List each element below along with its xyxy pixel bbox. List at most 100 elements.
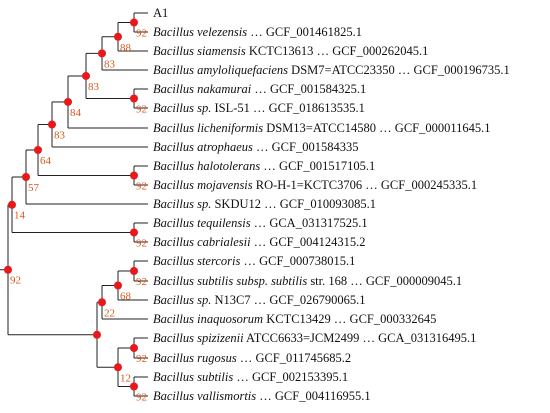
node-n13 [130, 267, 138, 275]
taxon-label-t9: Bacillus mojavensis RO-H-1=KCTC3706 … GC… [153, 178, 477, 192]
taxon-label-t11: Bacillus tequilensis … GCA_031317525.1 [153, 216, 368, 230]
species-name: Bacillus mojavensis [153, 178, 253, 192]
taxon-label-t5: Bacillus sp. ISL-51 … GCF_018613535.1 [153, 101, 365, 115]
node-n7 [48, 120, 56, 129]
species-name: Bacillus atrophaeus [153, 140, 253, 154]
support-value: 22 [104, 307, 115, 319]
species-name: Bacillus rugosus [153, 351, 237, 365]
accession-number: GCF_001584325.1 [267, 82, 366, 96]
support-value: 92 [136, 276, 147, 288]
species-name: Bacillus licheniformis [153, 121, 263, 135]
node-n14 [114, 281, 122, 290]
taxon-label-t14: Bacillus subtilis subsp. subtilis str. 1… [153, 274, 462, 288]
accession-number: GCF_004124315.2 [266, 235, 365, 249]
node-n9 [34, 145, 42, 154]
species-name: Bacillus stercoris [153, 254, 241, 268]
taxon-label-t16: Bacillus inaquosorum KCTC13429 … GCF_000… [153, 312, 436, 326]
species-name: Bacillus velezensis [153, 25, 247, 39]
taxon-label-t10: Bacillus sp. SKDU12 … GCF_010093085.1 [153, 197, 376, 211]
support-value: 92 [10, 275, 21, 287]
support-value: 64 [40, 155, 52, 167]
accession-number: GCF_001461825.1 [263, 25, 362, 39]
node-n12 [8, 200, 16, 209]
support-value: 92 [136, 392, 147, 404]
species-name: Bacillus inaquosorum [153, 312, 263, 326]
accession-number: GCA_031317525.1 [266, 216, 367, 230]
species-name: Bacillus spizizenii [153, 331, 244, 345]
node-n5 [82, 71, 90, 80]
taxon-label-t2: Bacillus siamensis KCTC13613 … GCF_00026… [153, 44, 428, 58]
taxon-label-t15: Bacillus sp. N13C7 … GCF_026790065.1 [153, 293, 366, 307]
ellipsis: … [251, 293, 267, 307]
species-name: Bacillus tequilensis [153, 216, 251, 230]
tree-branches [0, 12, 148, 397]
support-value: 83 [88, 81, 100, 93]
node-n15 [98, 298, 106, 307]
support-value: 88 [120, 42, 132, 54]
support-value: 84 [70, 107, 82, 119]
support-value: 83 [104, 58, 116, 70]
accession-number: GCF_000009045.1 [363, 274, 462, 288]
node-root [4, 265, 12, 274]
species-name: Bacillus subtilis subsp. subtilis [153, 274, 307, 288]
taxon-label-t0: A1 [153, 6, 168, 20]
taxon-label-t7: Bacillus atrophaeus … GCF_001584335 [153, 140, 358, 154]
strain-name: RO-H-1=KCTC3706 [253, 178, 362, 192]
accession-number: GCF_004116955.1 [272, 389, 371, 403]
ellipsis: … [261, 197, 277, 211]
strain-name: N13C7 [211, 293, 250, 307]
taxon-label-t1: Bacillus velezensis … GCF_001461825.1 [153, 25, 362, 39]
accession-number: GCF_000245335.1 [378, 178, 477, 192]
strain-name: ISL-51 [211, 101, 250, 115]
node-n6 [64, 97, 72, 106]
taxon-label-t8: Bacillus halotolerans … GCF_001517105.1 [153, 159, 375, 173]
strain-name: KCTC13429 [263, 312, 331, 326]
support-value: 57 [28, 182, 40, 194]
strain-name: DSM13=ATCC14580 [263, 121, 376, 135]
taxon-label-t20: Bacillus vallismortis … GCF_004116955.1 [153, 389, 371, 403]
node-n2 [114, 32, 122, 41]
accession-number: GCF_001517105.1 [276, 159, 375, 173]
species-name: Bacillus siamensis [153, 44, 246, 58]
support-value: 83 [54, 129, 66, 141]
ellipsis: … [256, 389, 272, 403]
ellipsis: … [395, 63, 411, 77]
taxon-label-t19: Bacillus subtilis … GCF_002153395.1 [153, 370, 348, 384]
taxon-label-t18: Bacillus rugosus … GCF_011745685.2 [153, 351, 351, 365]
node-n11 [130, 228, 138, 237]
accession-number: GCF_010093085.1 [277, 197, 376, 211]
support-value: 92 [136, 181, 147, 193]
ellipsis: … [331, 312, 347, 326]
ellipsis: … [251, 216, 267, 230]
accession-number: GCF_001584335 [269, 140, 359, 154]
strain-name: str. 168 [307, 274, 347, 288]
accession-number: GCF_011745685.2 [252, 351, 351, 365]
node-n4 [130, 94, 138, 103]
ellipsis: … [253, 140, 269, 154]
support-value: 92 [136, 104, 147, 116]
ellipsis: … [251, 235, 267, 249]
taxon-label-t17: Bacillus spizizenii ATCC6633=JCM2499 … G… [153, 331, 476, 345]
accession-number: GCF_000262045.1 [329, 44, 428, 58]
support-value: 12 [120, 372, 131, 384]
support-value: 92 [136, 238, 147, 250]
species-name: Bacillus amyloliquefaciens [153, 63, 288, 77]
node-n8 [130, 171, 138, 180]
support-value: 92 [136, 353, 147, 365]
ellipsis: … [362, 178, 378, 192]
support-value: 92 [136, 28, 147, 40]
taxon-label-t13: Bacillus stercoris … GCF_000738015.1 [153, 254, 355, 268]
ellipsis: … [240, 254, 256, 268]
accession-number: GCF_026790065.1 [266, 293, 365, 307]
strain-name: KCTC13613 [246, 44, 314, 58]
taxon-label-t4: Bacillus nakamurai … GCF_001584325.1 [153, 82, 366, 96]
taxon-label-t6: Bacillus licheniformis DSM13=ATCC14580 …… [153, 121, 491, 135]
species-name: Bacillus vallismortis [153, 389, 256, 403]
accession-number: GCF_000332645 [346, 312, 436, 326]
tree-nodes [4, 18, 138, 391]
taxon-label-t12: Bacillus cabrialesii … GCF_004124315.2 [153, 235, 366, 249]
strain-name: ATCC6633=JCM2499 [244, 331, 360, 345]
